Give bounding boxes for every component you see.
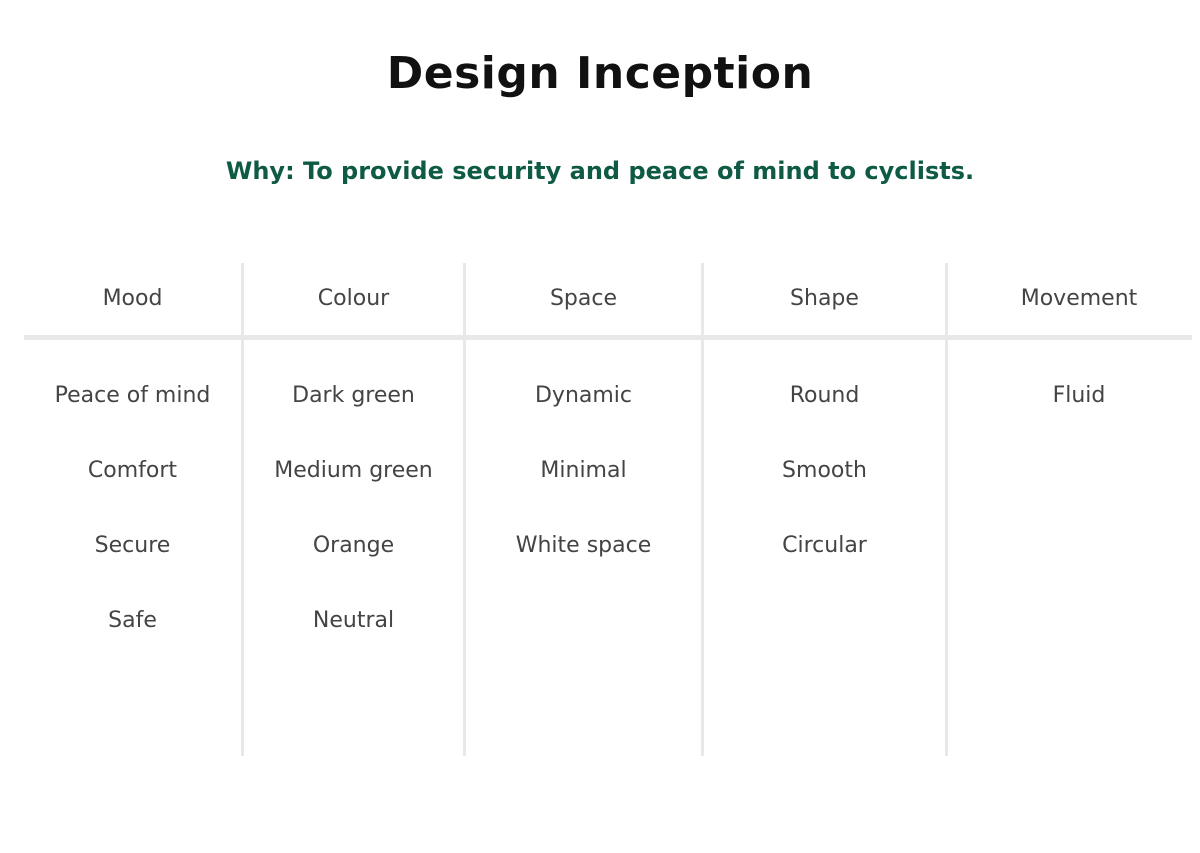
- column-header-colour: Colour: [317, 286, 390, 311]
- page-title: Design Inception: [386, 48, 814, 99]
- shape-item: Smooth: [782, 458, 867, 483]
- shape-item: Round: [789, 383, 860, 408]
- header-divider: [24, 335, 1192, 340]
- colour-item: Dark green: [292, 383, 415, 408]
- mood-item: Comfort: [87, 458, 178, 483]
- why-statement: Why: To provide security and peace of mi…: [225, 157, 975, 185]
- space-item: Dynamic: [534, 383, 633, 408]
- mood-item: Safe: [108, 608, 157, 633]
- column-header-space: Space: [549, 286, 618, 311]
- space-item: Minimal: [540, 458, 627, 483]
- mood-item: Secure: [94, 533, 171, 558]
- column-divider: [701, 263, 704, 756]
- column-header-mood: Mood: [102, 286, 163, 311]
- colour-item: Medium green: [274, 458, 433, 483]
- column-divider: [945, 263, 948, 756]
- movement-item: Fluid: [1052, 383, 1106, 408]
- colour-item: Orange: [312, 533, 395, 558]
- shape-item: Circular: [782, 533, 867, 558]
- space-item: White space: [515, 533, 652, 558]
- column-divider: [241, 263, 244, 756]
- mood-item: Peace of mind: [54, 383, 211, 408]
- column-header-shape: Shape: [790, 286, 859, 311]
- colour-item: Neutral: [312, 608, 395, 633]
- column-header-movement: Movement: [1020, 286, 1138, 311]
- column-divider: [463, 263, 466, 756]
